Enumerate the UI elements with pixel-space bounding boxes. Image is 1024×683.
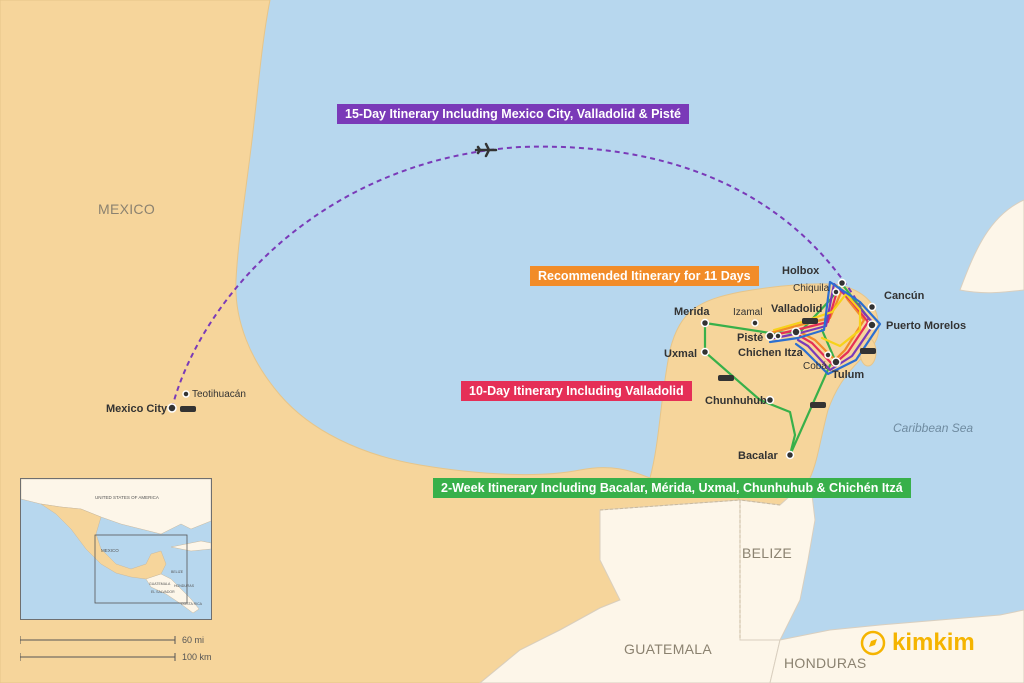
dot-cancun [867,302,877,312]
inset-label-honduras: HONDURAS [174,584,195,588]
purple-route [768,282,876,372]
label-puerto-morelos: Puerto Morelos [886,320,966,332]
itinerary-label-10day[interactable]: 10-Day Itinerary Including Valladolid [461,381,692,401]
dot-teotihuacan [182,390,190,398]
label-izamal: Izamal [733,307,762,318]
dot-merida [700,318,710,328]
inset-locator-map: UNITED STATES OF AMERICA MEXICO BELIZE G… [20,478,212,620]
scale-miles-label: 60 mi [182,635,204,645]
itinerary-label-11day[interactable]: Recommended Itinerary for 11 Days [530,266,759,286]
inset-svg: UNITED STATES OF AMERICA MEXICO BELIZE G… [20,478,212,619]
label-merida: Merida [674,306,710,318]
label-mexico: MEXICO [98,201,155,217]
dot-izamal [751,319,759,327]
dot-holbox [837,278,847,288]
dot-tulum [831,357,841,367]
inset-label-usa: UNITED STATES OF AMERICA [95,495,159,500]
inset-viewport-box [94,534,188,604]
route-lines [703,280,882,457]
inset-label-el-salvador: EL SALVADOR [151,590,175,594]
label-belize: BELIZE [742,545,792,561]
itinerary-label-15day[interactable]: 15-Day Itinerary Including Mexico City, … [337,104,689,124]
dot-chiquila [832,288,840,296]
airplane-icon [474,142,498,158]
car-icon [180,406,196,412]
flight-route [171,145,869,409]
itinerary-label-2week[interactable]: 2-Week Itinerary Including Bacalar, Méri… [433,478,911,498]
dot-uxmal [700,347,710,357]
scale-bar: 60 mi 100 km [20,635,212,662]
car-icon [860,348,876,354]
blue-route [768,280,882,376]
kimkim-logo[interactable]: kimkim [860,626,975,660]
label-bacalar: Bacalar [738,450,778,462]
city-dots [167,278,877,460]
label-piste: Pisté [737,332,763,344]
dot-puerto-morelos [867,320,877,330]
border-lines [599,499,781,640]
inset-label-belize: BELIZE [171,570,184,574]
label-coba: Cobá [803,361,827,372]
label-guatemala: GUATEMALA [624,641,712,657]
label-mexico-city: Mexico City [106,403,168,415]
inset-label-mexico: MEXICO [101,548,119,553]
label-tulum: Tulum [832,369,864,381]
dot-coba [824,351,832,359]
car-icon [810,402,826,408]
dot-mexico-city [167,403,177,413]
car-icon [802,318,818,324]
scale-km-label: 100 km [182,652,212,662]
dot-chichen-itza [774,332,782,340]
dot-bacalar [785,450,795,460]
label-holbox: Holbox [782,265,820,277]
compass-icon [860,630,886,656]
label-cancun: Cancún [884,290,925,302]
label-uxmal: Uxmal [664,348,697,360]
car-icon [718,375,734,381]
inset-label-costa-rica: COSTA RICA [181,602,203,606]
dot-valladolid [791,327,801,337]
label-teotihuacan: Teotihuacán [192,389,246,400]
label-honduras: HONDURAS [784,655,867,671]
label-caribbean-sea: Caribbean Sea [893,421,973,435]
inset-label-guatemala: GUATEMALA [149,582,171,586]
dot-piste [765,331,775,341]
car-icons [180,318,876,412]
inset-mexico [40,503,167,580]
label-chiquila: Chiquila [793,283,830,294]
label-valladolid: Valladolid [771,303,822,315]
label-chunhuhub: Chunhuhub [705,395,767,407]
logo-text: kimkim [892,629,975,656]
honduras-land [769,609,1024,683]
dot-chunhuhub [765,395,775,405]
label-chichen-itza: Chichen Itza [738,347,804,359]
